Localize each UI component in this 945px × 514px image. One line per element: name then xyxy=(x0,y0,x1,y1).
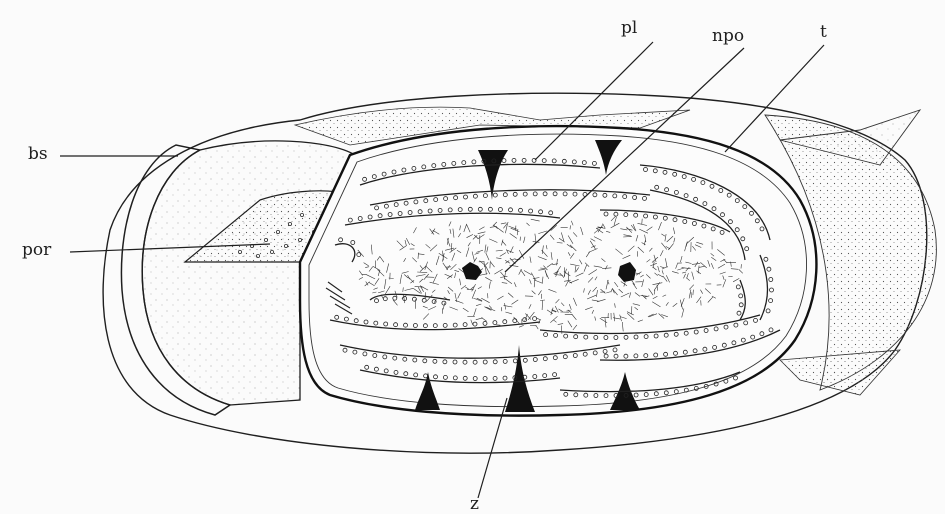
label-t: t xyxy=(820,24,827,41)
label-por: por xyxy=(22,242,51,259)
label-bs: bs xyxy=(28,146,48,163)
label-pl: pl xyxy=(621,20,637,37)
label-npo: npo xyxy=(712,28,744,45)
label-z: z xyxy=(470,496,479,513)
right-cap-lower xyxy=(780,350,900,395)
